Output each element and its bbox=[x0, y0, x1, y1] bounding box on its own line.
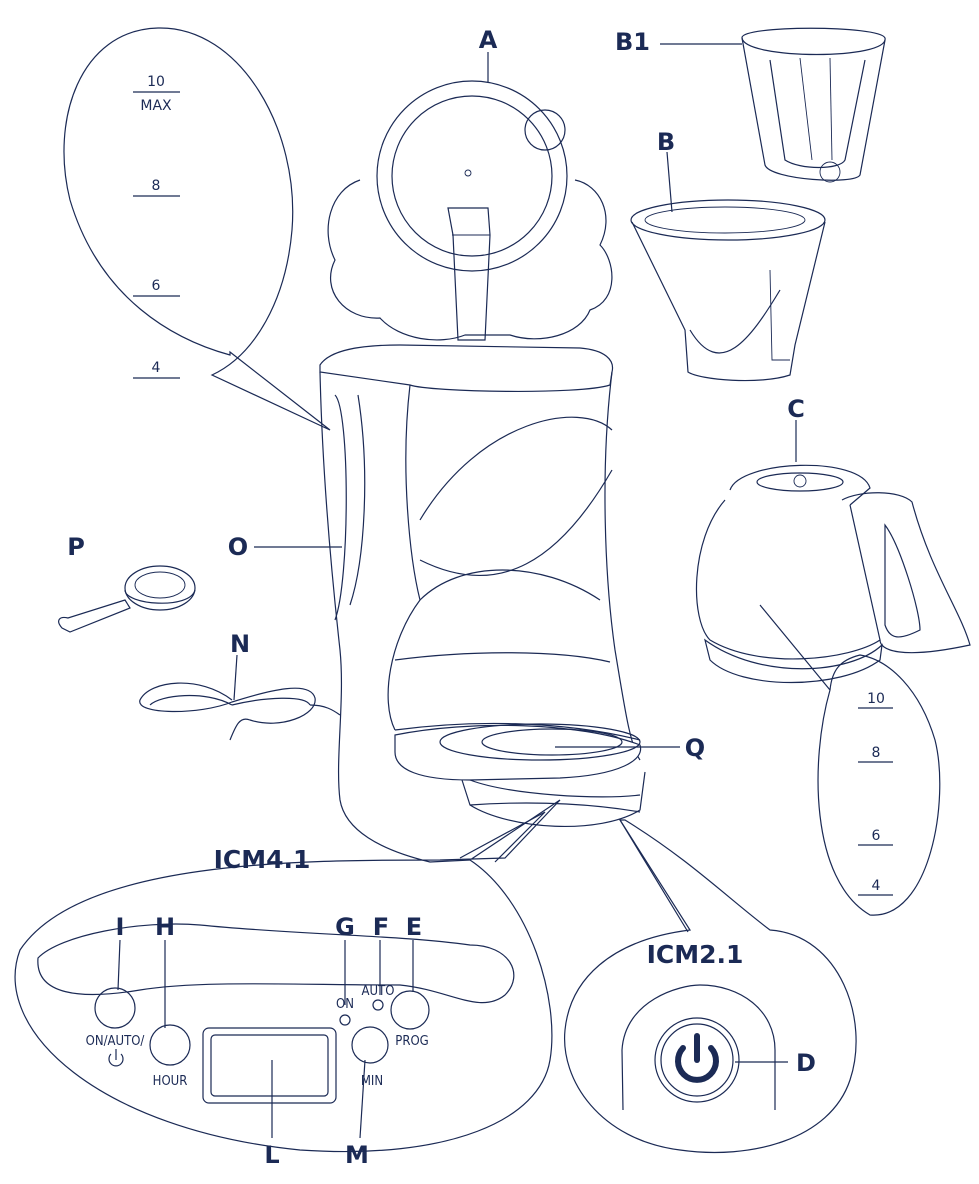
label-h: H bbox=[155, 913, 175, 941]
panel-min-label: MIN bbox=[361, 1074, 383, 1089]
jug-scale-4: 4 bbox=[872, 878, 881, 894]
tank-scale-10: 10 bbox=[147, 74, 165, 90]
label-f: F bbox=[373, 913, 389, 941]
model-icm41: ICM4.1 bbox=[214, 845, 311, 874]
label-b: B bbox=[657, 128, 675, 156]
tank-scale-8: 8 bbox=[152, 178, 161, 194]
model-icm21: ICM2.1 bbox=[647, 940, 744, 969]
panel-hour-label: HOUR bbox=[153, 1074, 188, 1089]
tank-scale-4: 4 bbox=[152, 360, 161, 376]
label-d: D bbox=[796, 1049, 816, 1077]
power-cord-illustration bbox=[139, 682, 341, 741]
hour-button[interactable] bbox=[149, 1024, 191, 1066]
jug-scale-10: 10 bbox=[867, 691, 885, 707]
lid-illustration bbox=[327, 80, 613, 341]
prog-button[interactable] bbox=[390, 990, 430, 1030]
label-o: O bbox=[228, 533, 248, 561]
panel-prog-label: PROG bbox=[395, 1034, 428, 1049]
on-auto-off-button[interactable] bbox=[94, 987, 136, 1029]
label-e: E bbox=[406, 913, 422, 941]
jug-scale-6: 6 bbox=[872, 828, 881, 844]
leader-lines bbox=[117, 43, 797, 1139]
power-button-icm21[interactable] bbox=[654, 1017, 740, 1103]
min-button[interactable] bbox=[351, 1026, 389, 1064]
on-indicator-led bbox=[339, 1014, 351, 1026]
power-symbol-icon bbox=[108, 1049, 124, 1067]
coffee-maker-body bbox=[319, 344, 646, 863]
label-b1: B1 bbox=[615, 28, 650, 56]
filter-holder-illustration bbox=[630, 199, 826, 382]
part-labels: A B1 B C O P N Q ICM4.1 ICM2.1 I H G F E… bbox=[67, 26, 816, 1169]
jug-scale-callout: 10 8 6 4 bbox=[759, 604, 941, 916]
permanent-filter-illustration bbox=[741, 27, 886, 183]
control-panel-icm41: ON AUTO PROG HOUR MIN ON/AUTO/ bbox=[14, 799, 561, 1153]
label-g: G bbox=[335, 913, 355, 941]
measuring-scoop-illustration bbox=[58, 565, 196, 633]
label-n: N bbox=[230, 630, 250, 658]
tank-scale-callout: 10 MAX 8 6 4 bbox=[63, 27, 331, 431]
carafe-illustration bbox=[695, 464, 971, 684]
auto-indicator-led bbox=[372, 999, 384, 1011]
label-i: I bbox=[116, 913, 125, 941]
label-a: A bbox=[479, 26, 498, 54]
label-p: P bbox=[67, 533, 85, 561]
tank-scale-6: 6 bbox=[152, 278, 161, 294]
display-screen bbox=[202, 1027, 337, 1104]
power-icon bbox=[675, 1033, 719, 1083]
control-panel-icm21 bbox=[563, 819, 857, 1153]
panel-on-auto-off-label: ON/AUTO/ bbox=[86, 1034, 145, 1049]
label-m: M bbox=[345, 1141, 369, 1169]
label-l: L bbox=[264, 1141, 279, 1169]
label-c: C bbox=[787, 395, 805, 423]
panel-auto-label: AUTO bbox=[362, 984, 395, 999]
jug-scale-8: 8 bbox=[872, 745, 881, 761]
label-q: Q bbox=[685, 734, 705, 762]
tank-scale-max: MAX bbox=[140, 98, 172, 114]
